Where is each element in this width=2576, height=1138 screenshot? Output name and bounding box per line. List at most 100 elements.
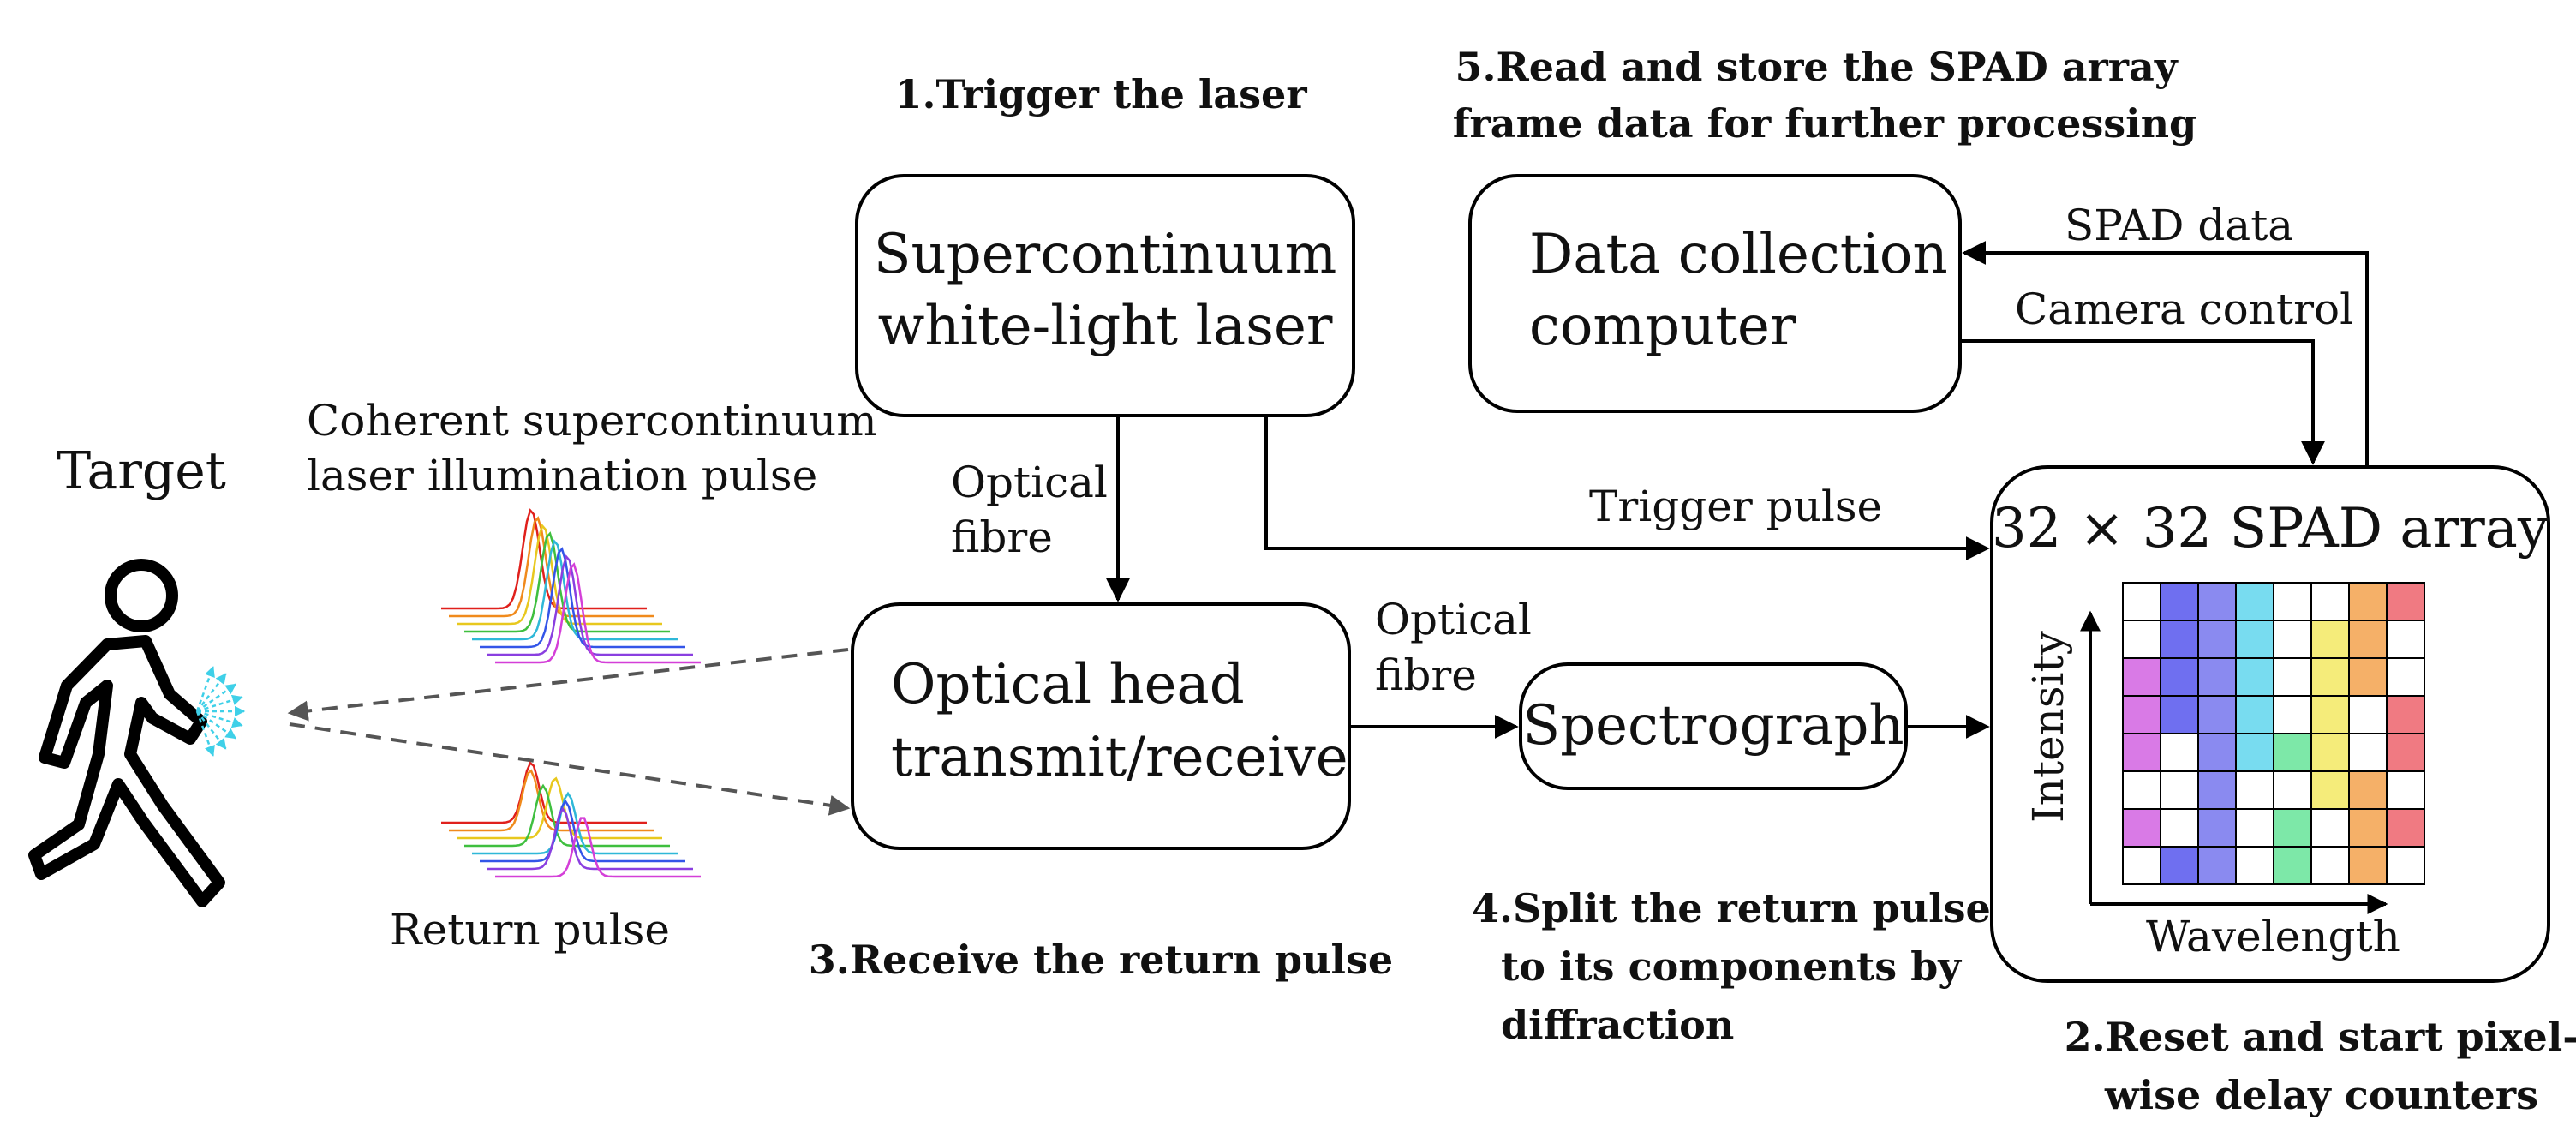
spad-pixel xyxy=(2348,808,2388,848)
step-3-label: 3.Receive the return pulse xyxy=(809,937,1393,983)
spad-pixel xyxy=(2235,770,2274,810)
spad-data-line xyxy=(1962,241,2369,467)
spad-pixel xyxy=(2273,620,2312,659)
step-2-label-line2: wise delay counters xyxy=(2104,1072,2538,1118)
spectrograph-label: Spectrograph xyxy=(1522,694,1904,758)
pulse-trace xyxy=(441,508,647,610)
pulse-trace xyxy=(449,769,654,832)
illumination-rays-icon xyxy=(195,666,246,757)
spad-pixel xyxy=(2160,846,2199,885)
laser-box-line1: Supercontinuum xyxy=(874,223,1337,286)
spad-pixel xyxy=(2197,808,2237,848)
wavelength-axis-label: Wavelength xyxy=(2146,912,2400,961)
pulse-trace xyxy=(457,524,662,626)
pulse-trace xyxy=(495,817,701,878)
walking-person-icon xyxy=(28,559,225,907)
spad-pixel xyxy=(2122,582,2161,621)
step-5-label-line2: frame data for further processing xyxy=(1453,100,2196,147)
spad-pixel xyxy=(2273,733,2312,772)
spad-pixel xyxy=(2197,695,2237,734)
trigger-pulse-line xyxy=(1264,416,1990,560)
spad-pixel xyxy=(2310,695,2350,734)
pulse-trace xyxy=(480,799,685,863)
spad-pixel xyxy=(2310,620,2350,659)
spad-pixel xyxy=(2122,770,2161,810)
step-4-label-line3: diffraction xyxy=(1501,1002,1734,1048)
spad-pixel xyxy=(2310,657,2350,697)
spad-pixel xyxy=(2122,620,2161,659)
spad-pixel xyxy=(2197,770,2237,810)
return-pulse-waveforms xyxy=(441,761,701,878)
spad-pixel xyxy=(2235,657,2274,697)
ray xyxy=(195,710,215,757)
computer-box-line2: computer xyxy=(1529,295,1796,358)
ray xyxy=(195,666,215,712)
trigger-pulse-label: Trigger pulse xyxy=(1589,482,1882,531)
spad-pixel xyxy=(2235,808,2274,848)
fibre-label-1-line2: fibre xyxy=(951,512,1053,562)
illumination-pulse-waveforms xyxy=(441,508,701,664)
step-5-label-line1: 5.Read and store the SPAD array xyxy=(1455,44,2178,90)
illumination-label-line2: laser illumination pulse xyxy=(307,451,817,500)
ray xyxy=(196,694,243,713)
spad-pixel xyxy=(2273,657,2312,697)
spad-array-title: 32 × 32 SPAD array xyxy=(1992,497,2549,560)
laser-box: Supercontinuum white-light laser xyxy=(855,174,1355,417)
illumination-label-line1: Coherent supercontinuum xyxy=(307,396,877,446)
computer-box: Data collection computer xyxy=(1468,174,1962,413)
pulse-trace xyxy=(457,776,662,840)
spad-pixel xyxy=(2235,695,2274,734)
spad-pixel xyxy=(2197,657,2237,697)
spad-pixel xyxy=(2160,695,2199,734)
ray xyxy=(196,710,227,750)
camera-control-label: Camera control xyxy=(2015,284,2353,334)
pulse-trace xyxy=(464,531,670,633)
step-2-label-line1: 2.Reset and start pixel- xyxy=(2065,1014,2576,1060)
pulse-trace xyxy=(495,562,701,664)
spad-pixel xyxy=(2160,808,2199,848)
spad-pixel xyxy=(2348,657,2388,697)
illumination-path xyxy=(287,648,849,722)
spad-pixel xyxy=(2122,733,2161,772)
spad-pixel xyxy=(2386,808,2425,848)
spad-pixel xyxy=(2348,733,2388,772)
step-4-label-line2: to its components by xyxy=(1501,943,1962,990)
spad-data-label: SPAD data xyxy=(2065,201,2293,250)
pulse-trace xyxy=(464,783,670,848)
spad-pixel xyxy=(2386,733,2425,772)
spad-pixel-grid xyxy=(2122,582,2425,885)
spad-pixel xyxy=(2310,733,2350,772)
spad-pixel xyxy=(2160,770,2199,810)
spad-pixel xyxy=(2273,582,2312,621)
return-pulse-label: Return pulse xyxy=(390,905,670,955)
spad-pixel xyxy=(2122,808,2161,848)
pulse-trace xyxy=(472,791,678,855)
spad-pixel xyxy=(2348,770,2388,810)
spad-pixel xyxy=(2197,582,2237,621)
ray xyxy=(196,710,243,728)
optical-head-line1: Optical head xyxy=(891,653,1245,716)
spad-pixel xyxy=(2348,582,2388,621)
spad-pixel xyxy=(2197,733,2237,772)
fibre-label-2-line1: Optical xyxy=(1375,595,1532,644)
spad-pixel xyxy=(2235,733,2274,772)
intensity-axis-label: Intensity xyxy=(2023,630,2073,823)
spad-pixel xyxy=(2122,846,2161,885)
camera-control-line xyxy=(1960,339,2325,465)
pulse-trace xyxy=(441,761,647,824)
spad-pixel xyxy=(2197,846,2237,885)
spad-pixel xyxy=(2160,620,2199,659)
spad-pixel xyxy=(2160,582,2199,621)
spad-pixel xyxy=(2386,770,2425,810)
spad-pixel xyxy=(2348,620,2388,659)
spad-pixel xyxy=(2122,657,2161,697)
spad-pixel xyxy=(2235,846,2274,885)
spad-pixel xyxy=(2386,695,2425,734)
spad-pixel xyxy=(2386,846,2425,885)
pulse-trace xyxy=(487,806,693,871)
spectrograph-box: Spectrograph xyxy=(1519,662,1908,790)
spad-pixel xyxy=(2273,808,2312,848)
spad-pixel xyxy=(2348,695,2388,734)
optical-head-box: Optical head transmit/receive xyxy=(851,602,1351,850)
